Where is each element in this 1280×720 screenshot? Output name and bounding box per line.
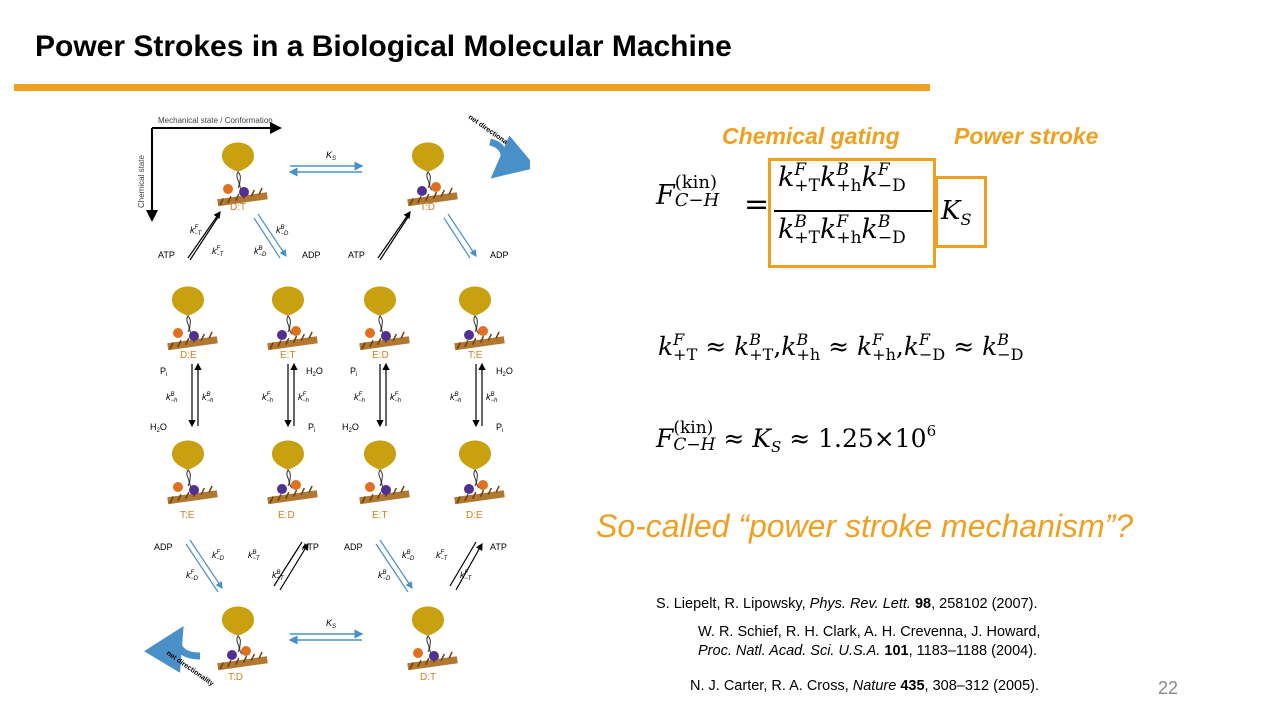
- net-directionality-top: net directionality: [467, 114, 517, 152]
- motor-low-3: [358, 439, 411, 505]
- svg-text:kB−h: kB−h: [202, 392, 214, 404]
- curved-arrow-bottom: [144, 625, 201, 673]
- slide-title: Power Strokes in a Biological Molecular …: [35, 30, 732, 63]
- svg-text:ADP: ADP: [154, 542, 173, 552]
- chemical-gating-label: Chemical gating: [722, 123, 900, 149]
- svg-text:kF−h: kF−h: [354, 392, 366, 404]
- motor-low-1: [166, 439, 219, 505]
- motor-bottom-1: [216, 605, 269, 671]
- svg-text:kB−D: kB−D: [254, 246, 267, 258]
- eq1-numerator: kF+TkB+hkF−D: [778, 160, 906, 197]
- ks-arrows-top: KS: [288, 150, 364, 177]
- power-stroke-question: So-called “power stroke mechanism”?: [596, 508, 1134, 544]
- motor-bottom-2: [406, 605, 459, 671]
- svg-text:ATP: ATP: [348, 250, 365, 260]
- motor-top-1: [216, 141, 269, 207]
- state-mid-3: E:D: [372, 350, 389, 361]
- reference-2-line2: Proc. Natl. Acad. Sci. U.S.A. 101, 1183–…: [698, 643, 1038, 659]
- svg-text:kB−h: kB−h: [486, 392, 498, 404]
- motor-mid-3: [358, 285, 411, 351]
- state-top-1: D:T: [230, 202, 246, 213]
- state-bottom-1: T:D: [228, 672, 243, 683]
- power-stroke-box: [935, 176, 987, 248]
- reference-3: N. J. Carter, R. A. Cross, Nature 435, 3…: [690, 678, 1040, 694]
- svg-text:kF−T: kF−T: [460, 570, 473, 582]
- equation-force-ratio: F(kin)C−H: [656, 172, 720, 212]
- state-low-2: E:D: [278, 510, 295, 521]
- svg-text:ADP: ADP: [302, 250, 321, 260]
- svg-text:kB−T: kB−T: [248, 550, 261, 562]
- transitions-top: ATP ADP ATP ADP kF−T kF−T kB−D kB−D: [158, 211, 509, 261]
- transitions-middle: Pi H2O H2O Pi Pi H2O H2O Pi kB−h kB−h kF…: [150, 362, 513, 434]
- svg-text:Pi: Pi: [496, 422, 503, 434]
- svg-text:H2O: H2O: [342, 422, 359, 434]
- state-top-2: T:D: [420, 202, 435, 213]
- state-mid-1: D:E: [180, 350, 197, 361]
- svg-text:Pi: Pi: [350, 366, 357, 378]
- svg-text:ATP: ATP: [302, 542, 319, 552]
- svg-text:kF−T: kF−T: [190, 225, 203, 237]
- svg-text:KS: KS: [326, 618, 336, 630]
- svg-text:kF−h: kF−h: [298, 392, 310, 404]
- axis-y-label: Chemical state: [137, 155, 146, 208]
- power-stroke-label: Power stroke: [954, 123, 1099, 149]
- svg-text:kF−D: kF−D: [186, 570, 199, 582]
- svg-text:kF−T: kF−T: [212, 246, 225, 258]
- eq1-fraction-bar: [774, 210, 932, 212]
- svg-text:Pi: Pi: [308, 422, 315, 434]
- svg-text:kB+T: kB+T: [272, 570, 285, 582]
- state-low-1: T:E: [180, 510, 195, 521]
- chemical-gating-box: [768, 158, 936, 268]
- state-low-4: D:E: [466, 510, 483, 521]
- motor-mid-4: [453, 285, 506, 351]
- page-number: 22: [1158, 678, 1179, 698]
- motor-mid-2: [266, 285, 319, 351]
- svg-text:ADP: ADP: [344, 542, 363, 552]
- svg-text:kB−h: kB−h: [450, 392, 462, 404]
- svg-text:ATP: ATP: [490, 542, 507, 552]
- transitions-lower: ADP ATP ADP ATP kF−D kF−D kB−T kB+T kB−D…: [154, 539, 507, 593]
- equation-rate-approximations: kF+T ≈ kB+T,kB+h ≈ kF+h,kF−D ≈ kB−D: [658, 330, 1024, 365]
- svg-text:kF−h: kF−h: [390, 392, 402, 404]
- state-mid-2: E:T: [280, 350, 296, 361]
- eq1-equals: =: [744, 187, 770, 222]
- motor-top-2: [406, 141, 459, 207]
- svg-text:H2O: H2O: [496, 366, 513, 378]
- svg-text:kB−h: kB−h: [166, 392, 178, 404]
- svg-text:kB−D: kB−D: [378, 570, 391, 582]
- motor-low-4: [453, 439, 506, 505]
- svg-text:Pi: Pi: [160, 366, 167, 378]
- motor-mid-1: [166, 285, 219, 351]
- svg-text:kB−D: kB−D: [402, 550, 415, 562]
- axis-x-label: Mechanical state / Conformation: [158, 116, 273, 125]
- svg-text:H2O: H2O: [306, 366, 323, 378]
- reference-2-line1: W. R. Schief, R. H. Clark, A. H. Crevenn…: [698, 624, 1041, 640]
- svg-text:ADP: ADP: [490, 250, 509, 260]
- title-underline: [14, 84, 930, 91]
- motor-low-2: [266, 439, 319, 505]
- svg-text:kB−D: kB−D: [276, 225, 289, 237]
- equation-force-value: F(kin)C−H ≈ KS ≈ 1.25×106: [656, 418, 937, 457]
- svg-text:H2O: H2O: [150, 422, 167, 434]
- state-bottom-2: D:T: [420, 672, 436, 683]
- svg-text:kF−T: kF−T: [436, 550, 449, 562]
- svg-text:KS: KS: [326, 150, 336, 162]
- state-mid-4: T:E: [468, 350, 483, 361]
- eq1-ks: KS: [941, 196, 972, 229]
- svg-text:ATP: ATP: [158, 250, 175, 260]
- curved-arrow-top: [488, 135, 530, 179]
- ks-arrows-bottom: KS: [288, 618, 364, 645]
- svg-text:kF−D: kF−D: [212, 550, 225, 562]
- svg-text:kF−h: kF−h: [262, 392, 274, 404]
- kinesin-network-diagram: Mechanical state / Conformation Chemical…: [137, 114, 530, 688]
- reference-1: S. Liepelt, R. Lipowsky, Phys. Rev. Lett…: [656, 596, 1038, 612]
- eq1-denominator: kB+TkF+hkB−D: [778, 212, 906, 249]
- state-low-3: E:T: [372, 510, 388, 521]
